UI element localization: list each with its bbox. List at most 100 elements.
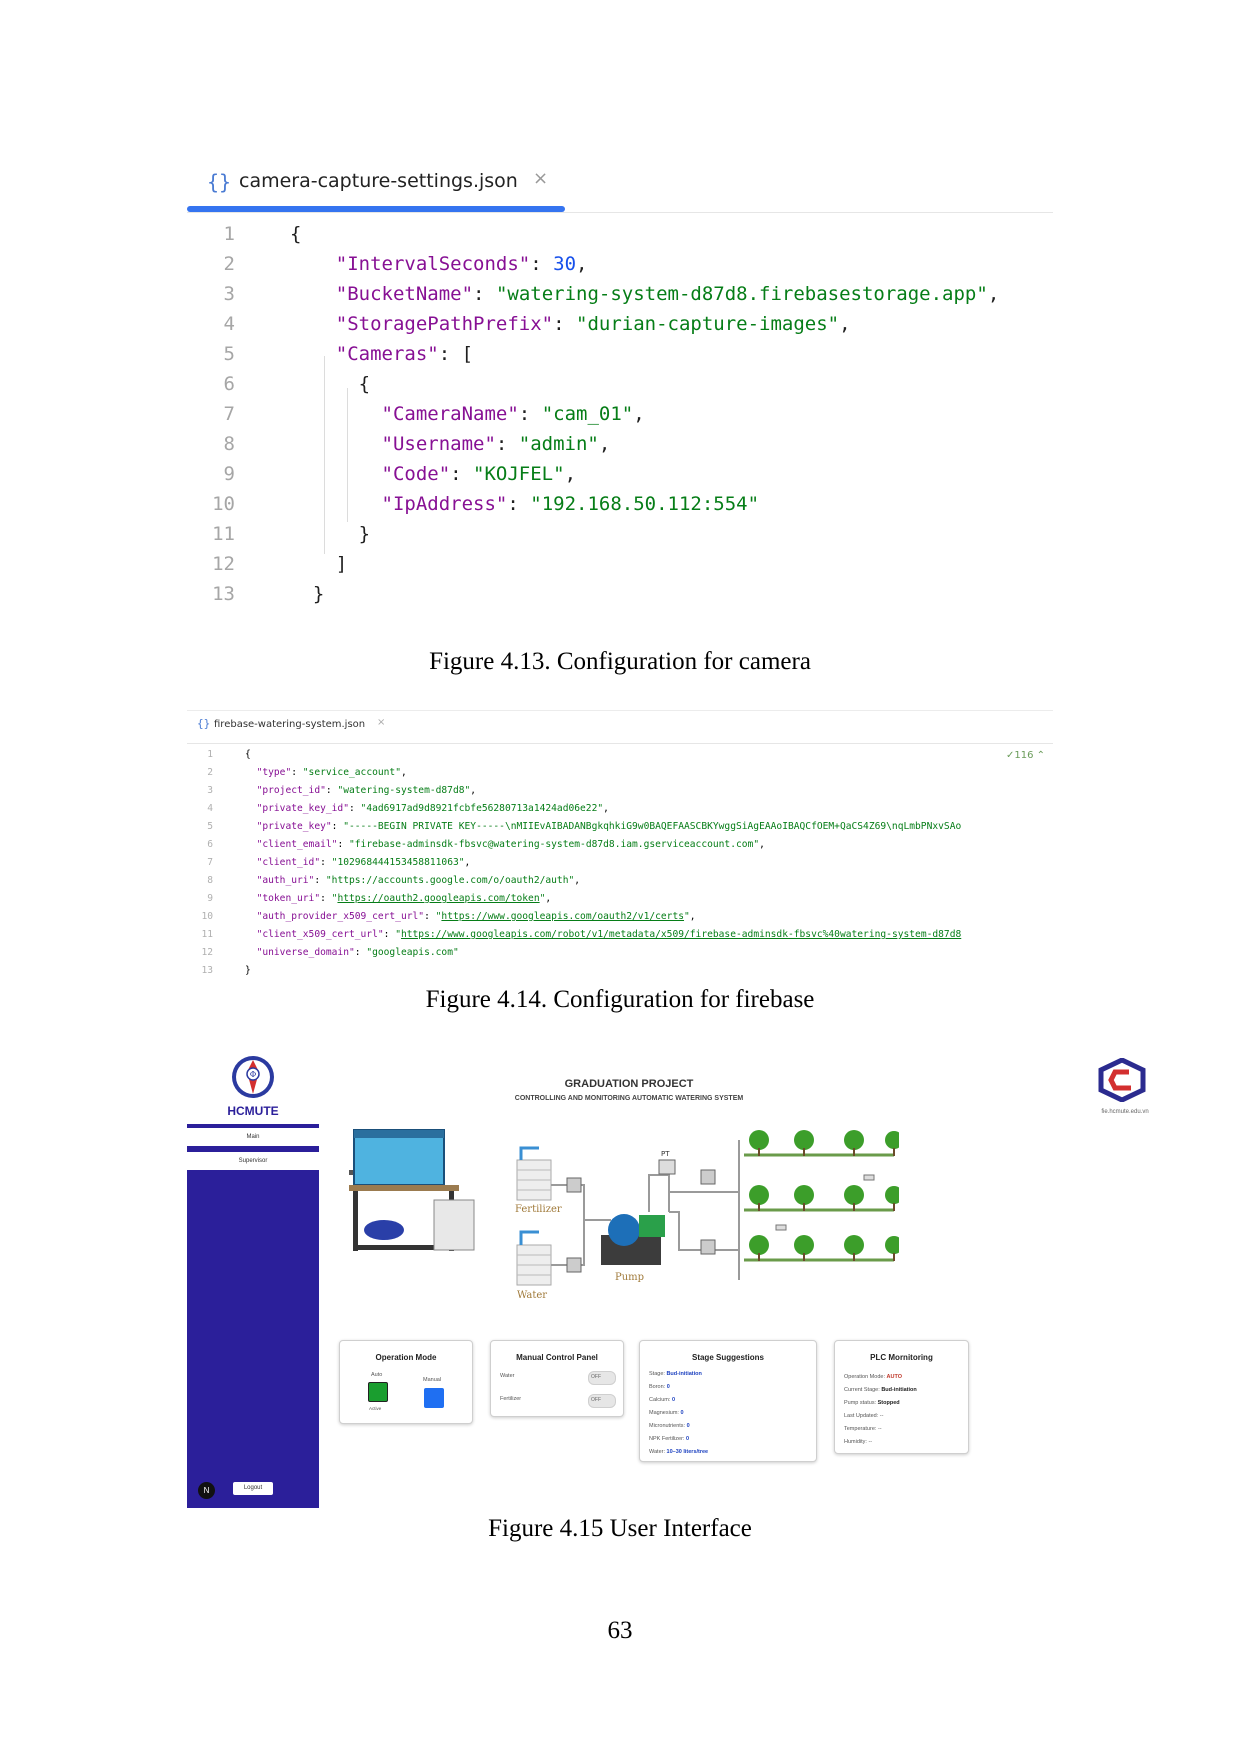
- water-toggle-label: Water: [500, 1373, 515, 1379]
- hcmute-emblem-icon: Φ: [232, 1056, 274, 1098]
- stage-row: Boron: 0: [649, 1384, 670, 1390]
- manual-mode-button[interactable]: [424, 1388, 444, 1408]
- indent-guide: [324, 356, 325, 554]
- fertilizer-toggle-label: Fertilizer: [500, 1396, 522, 1402]
- code-line: 4 "private_key_id": "4ad6917ad9d8921fcbf…: [207, 803, 609, 814]
- code-line: 11 }: [212, 523, 371, 545]
- sidebar-logo-area: Φ HCMUTE: [187, 1048, 319, 1124]
- pump-icon: [601, 1214, 665, 1265]
- figure-caption: Figure 4.13. Configuration for camera: [429, 648, 811, 675]
- code-line: 1{: [223, 223, 302, 245]
- stage-row: Water: 10–30 liters/tree: [649, 1449, 709, 1455]
- auto-label: Auto: [371, 1372, 383, 1378]
- stage-row: Stage: Bud-initiation: [649, 1371, 702, 1377]
- code-line: 13 }: [212, 583, 325, 605]
- watering-system-dashboard: Φ HCMUTE Main Supervisor N Logout GRADUA…: [187, 1048, 1146, 1508]
- plc-row: Last Updated: --: [844, 1413, 884, 1419]
- close-icon[interactable]: ×: [377, 717, 386, 728]
- manual-label: Manual: [423, 1377, 442, 1383]
- code-line: 10 "IpAddress": "192.168.50.112:554": [212, 493, 760, 515]
- svg-text:Φ: Φ: [250, 1070, 257, 1079]
- stage-row: Magnesium: 0: [649, 1410, 684, 1416]
- code-line: 9 "Code": "KOJFEL",: [223, 463, 577, 485]
- plc-monitoring-card: PLC Mornitoring Operation Mode: AUTO Cur…: [834, 1340, 969, 1454]
- json-file-icon: {}: [197, 717, 211, 730]
- code-line: 4 "StoragePathPrefix": "durian-capture-i…: [223, 313, 851, 335]
- camera-config-editor: {} camera-capture-settings.json × 1{ 2 "…: [187, 160, 1053, 645]
- code-line: 10 "auth_provider_x509_cert_url": "https…: [201, 911, 696, 922]
- active-label: Active: [369, 1406, 382, 1411]
- editor-tab-bar: {} camera-capture-settings.json ×: [187, 160, 1053, 213]
- operation-mode-card: Operation Mode Auto Manual Active: [339, 1340, 473, 1424]
- sidebar-item-supervisor[interactable]: Supervisor: [187, 1152, 319, 1170]
- code-line: 6 "client_email": "firebase-adminsdk-fbs…: [207, 839, 765, 850]
- dashboard-title: GRADUATION PROJECT: [564, 1078, 694, 1090]
- plc-row: Humidity: --: [844, 1439, 873, 1445]
- code-line: 9 "token_uri": "https://oauth2.googleapi…: [207, 893, 552, 904]
- logout-button[interactable]: Logout: [233, 1482, 273, 1495]
- water-tank-illustration: [349, 1129, 475, 1251]
- sidebar-brand: HCMUTE: [227, 1104, 279, 1118]
- faculty-logo-icon: [1098, 1058, 1146, 1102]
- plc-row: Current Stage: Bud-initiation: [844, 1387, 917, 1393]
- inspection-count[interactable]: ✓116 ⌃: [1005, 750, 1045, 761]
- code-line: 12 "universe_domain": "googleapis.com": [201, 947, 459, 958]
- fertilizer-toggle[interactable]: OFF: [588, 1394, 616, 1408]
- stage-row: Micronutrients: 0: [649, 1423, 690, 1429]
- card-title: Stage Suggestions: [691, 1353, 764, 1362]
- code-line: 2 "IntervalSeconds": 30,: [223, 253, 588, 275]
- stage-row: Calcium: 0: [649, 1397, 675, 1403]
- sidebar: Φ HCMUTE Main Supervisor N Logout: [187, 1048, 319, 1508]
- code-line: 8 "auth_uri": "https://accounts.google.c…: [207, 875, 581, 886]
- water-label: Water: [517, 1290, 547, 1301]
- valve-icons: [566, 1169, 716, 1273]
- card-title: Operation Mode: [375, 1353, 437, 1362]
- figure-caption: Figure 4.15 User Interface: [488, 1515, 752, 1542]
- plc-row: Pump status: Stopped: [844, 1400, 900, 1406]
- plc-row: Operation Mode: AUTO: [844, 1374, 902, 1380]
- water-toggle[interactable]: OFF: [588, 1371, 616, 1385]
- firebase-config-editor: {} firebase-watering-system.json × ✓116 …: [187, 710, 1053, 980]
- dashboard-subtitle: CONTROLLING AND MONITORING AUTOMATIC WAT…: [514, 1095, 744, 1102]
- code-line: 13}: [201, 965, 251, 976]
- sidebar-item-main[interactable]: Main: [187, 1128, 319, 1146]
- active-tab-indicator: [187, 206, 565, 212]
- code-line: 1{: [207, 749, 251, 760]
- card-title: Manual Control Panel: [516, 1353, 598, 1362]
- user-avatar[interactable]: N: [198, 1482, 215, 1499]
- manual-control-card: Manual Control Panel Water OFF Fertilize…: [490, 1340, 624, 1417]
- stage-suggestions-card: Stage Suggestions Stage: Bud-initiation …: [639, 1340, 817, 1462]
- page-number: 63: [607, 1617, 633, 1644]
- code-line: 11 "client_x509_cert_url": "https://www.…: [201, 929, 962, 940]
- code-line: 8 "Username": "admin",: [223, 433, 611, 455]
- plc-row: Temperature: --: [844, 1426, 882, 1432]
- code-line: 5 "Cameras": [: [223, 343, 474, 365]
- card-title: PLC Mornitoring: [870, 1353, 933, 1362]
- code-line: 5 "private_key": "-----BEGIN PRIVATE KEY…: [207, 821, 962, 832]
- toggle-state: OFF: [591, 1374, 601, 1380]
- fertilizer-container-icon: [516, 1146, 552, 1201]
- pressure-transmitter-icon: [658, 1159, 676, 1175]
- code-line: 2 "type": "service_account",: [207, 767, 407, 778]
- system-diagram: Fertilizer Water PT: [349, 1129, 899, 1301]
- code-line: 12 ]: [212, 553, 348, 575]
- tab-camera-capture-settings[interactable]: {} camera-capture-settings.json ×: [187, 160, 565, 212]
- faculty-url: fie.hcmute.edu.vn: [1101, 1109, 1149, 1115]
- figure-caption: Figure 4.14. Configuration for firebase: [425, 986, 815, 1013]
- water-container-icon: [516, 1230, 552, 1286]
- code-line: 7 "client_id": "102968444153458811063",: [207, 857, 471, 868]
- code-line: 3 "project_id": "watering-system-d87d8",: [207, 785, 477, 796]
- pump-label: Pump: [615, 1272, 644, 1283]
- toggle-state: OFF: [591, 1397, 601, 1403]
- tab-filename[interactable]: firebase-watering-system.json: [214, 719, 366, 730]
- auto-mode-button[interactable]: [368, 1382, 388, 1402]
- code-line: 3 "BucketName": "watering-system-d87d8.f…: [223, 283, 1000, 305]
- editor-tab-bar: {} firebase-watering-system.json ×: [187, 710, 1053, 744]
- code-line: 7 "CameraName": "cam_01",: [223, 403, 645, 425]
- indent-guide: [347, 388, 348, 522]
- close-icon[interactable]: ×: [533, 168, 549, 189]
- code-line: 6 {: [223, 373, 371, 395]
- tab-filename: camera-capture-settings.json: [239, 170, 518, 192]
- durian-trees-illustration: [744, 1130, 899, 1262]
- json-file-icon: {}: [207, 170, 232, 194]
